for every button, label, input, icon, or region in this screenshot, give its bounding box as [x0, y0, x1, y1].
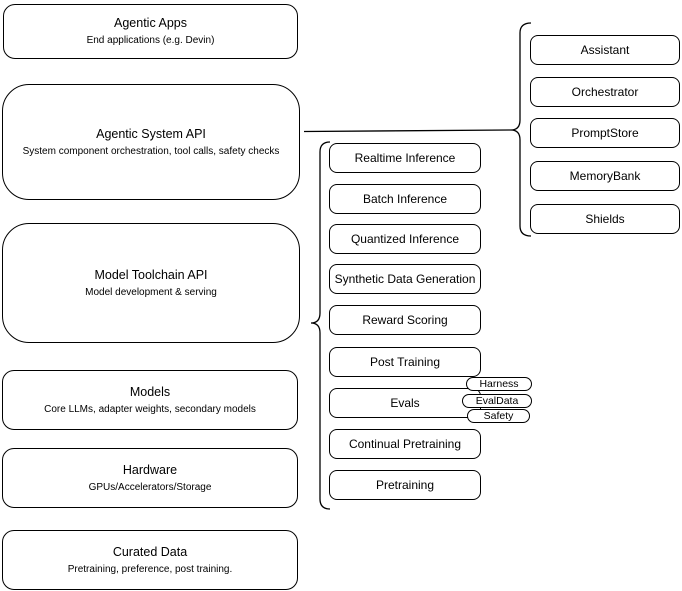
- tag-label: EvalData: [475, 395, 519, 407]
- node-pretraining: Pretraining: [329, 470, 481, 500]
- node-promptstore: PromptStore: [530, 118, 680, 148]
- tag-evaldata: EvalData: [462, 394, 532, 408]
- node-label: Orchestrator: [571, 85, 639, 99]
- node-label: Realtime Inference: [354, 151, 456, 165]
- node-assistant: Assistant: [530, 35, 680, 65]
- node-label: PromptStore: [571, 126, 639, 140]
- tag-safety: Safety: [467, 409, 530, 423]
- node-evals: Evals: [329, 388, 481, 418]
- node-subtitle: Pretraining, preference, post training.: [67, 563, 233, 575]
- node-title: Model Toolchain API: [94, 267, 208, 282]
- node-model-toolchain-api: Model Toolchain API Model development & …: [2, 223, 300, 343]
- node-label: Quantized Inference: [350, 232, 460, 246]
- node-subtitle: GPUs/Accelerators/Storage: [88, 481, 212, 493]
- node-label: MemoryBank: [569, 169, 641, 183]
- system-components-brace: [510, 22, 532, 237]
- node-label: Pretraining: [375, 478, 435, 492]
- node-quantized-inference: Quantized Inference: [329, 224, 481, 254]
- node-subtitle: Core LLMs, adapter weights, secondary mo…: [44, 403, 256, 415]
- node-label: Evals: [390, 396, 420, 410]
- node-post-training: Post Training: [329, 347, 481, 377]
- node-subtitle: Model development & serving: [85, 286, 217, 298]
- node-reward-scoring: Reward Scoring: [329, 305, 481, 335]
- node-title: Curated Data: [112, 544, 188, 559]
- node-agentic-system-api: Agentic System API System component orch…: [2, 84, 300, 200]
- node-label: Batch Inference: [362, 192, 448, 206]
- node-realtime-inference: Realtime Inference: [329, 143, 481, 173]
- node-curated-data: Curated Data Pretraining, preference, po…: [2, 530, 298, 590]
- node-orchestrator: Orchestrator: [530, 77, 680, 107]
- node-title: Hardware: [122, 462, 178, 477]
- tag-harness: Harness: [466, 377, 532, 391]
- tag-label: Harness: [479, 378, 519, 390]
- node-hardware: Hardware GPUs/Accelerators/Storage: [2, 448, 298, 508]
- node-title: Agentic System API: [96, 126, 206, 141]
- node-shields: Shields: [530, 204, 680, 234]
- node-title: Models: [129, 384, 171, 399]
- node-subtitle: System component orchestration, tool cal…: [22, 145, 280, 157]
- node-label: Reward Scoring: [362, 313, 448, 327]
- node-models: Models Core LLMs, adapter weights, secon…: [2, 370, 298, 430]
- tag-label: Safety: [483, 410, 514, 422]
- node-batch-inference: Batch Inference: [329, 184, 481, 214]
- toolchain-brace: [310, 141, 331, 510]
- node-synthetic-data-generation: Synthetic Data Generation: [329, 264, 481, 294]
- node-title: Agentic Apps: [114, 16, 187, 30]
- node-label: Synthetic Data Generation: [334, 272, 476, 286]
- node-label: Assistant: [580, 43, 630, 57]
- node-label: Continual Pretraining: [348, 437, 462, 451]
- node-subtitle: End applications (e.g. Devin): [86, 35, 215, 46]
- node-agentic-apps: Agentic Apps End applications (e.g. Devi…: [3, 4, 298, 59]
- node-label: Shields: [585, 212, 625, 226]
- node-label: Post Training: [369, 355, 441, 369]
- api-to-components-line: [303, 129, 512, 133]
- node-memorybank: MemoryBank: [530, 161, 680, 191]
- node-continual-pretraining: Continual Pretraining: [329, 429, 481, 459]
